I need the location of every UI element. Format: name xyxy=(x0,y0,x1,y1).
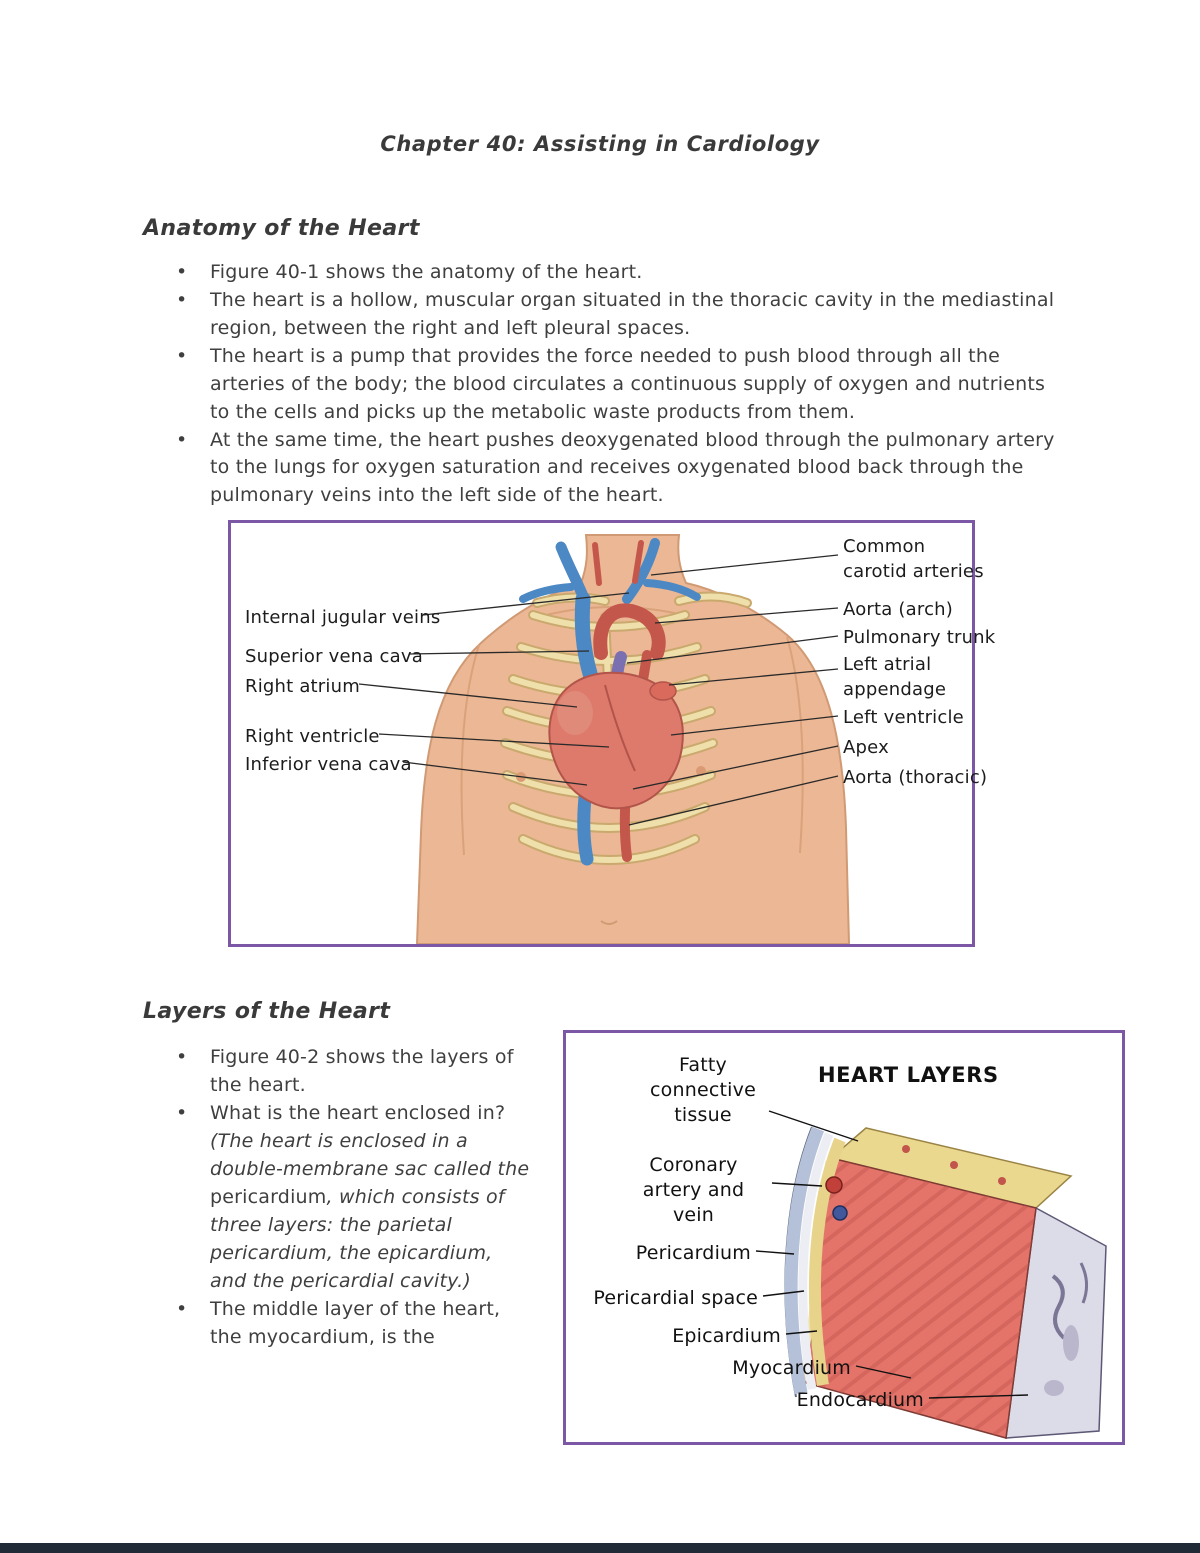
page-title: Chapter 40: Assisting in Cardiology xyxy=(380,132,820,156)
label-fatty-connective-tissue: Fatty connective tissue xyxy=(650,1054,756,1126)
label-pulmonary-trunk: Pulmonary trunk xyxy=(843,627,996,649)
label-pericardial-space: Pericardial space xyxy=(593,1287,758,1310)
label-coronary-artery-and-vein: Coronary artery and vein xyxy=(642,1154,745,1226)
bullet-item: Figure 40-1 shows the anatomy of the hea… xyxy=(143,259,1057,287)
bullet-text: The middle layer of the heart, the myoca… xyxy=(210,1297,501,1348)
label-aorta-arch: Aorta (arch) xyxy=(843,599,954,621)
page-bottom-bar xyxy=(0,1543,1200,1553)
layers-bullet-list: Figure 40-2 shows the layers of the hear… xyxy=(143,1044,533,1445)
answer-text-italic: (The heart is enclosed in a double-membr… xyxy=(210,1130,530,1180)
bullet-item: The heart is a hollow, muscular organ si… xyxy=(143,287,1057,343)
bullet-item: Figure 40-2 shows the layers of the hear… xyxy=(143,1044,533,1100)
figure1-leader-lines xyxy=(358,554,839,826)
answer-term: pericardium xyxy=(210,1185,327,1208)
label-right-ventricle: Right ventricle xyxy=(245,726,380,748)
label-internal-jugular-veins: Internal jugular veins xyxy=(245,607,441,629)
anatomy-bullet-list: Figure 40-1 shows the anatomy of the hea… xyxy=(143,259,1057,510)
bullet-item: The middle layer of the heart, the myoca… xyxy=(143,1296,533,1352)
bullet-item: What is the heart enclosed in? (The hear… xyxy=(143,1100,533,1295)
label-epicardium: Epicardium xyxy=(672,1325,781,1348)
label-left-ventricle: Left ventricle xyxy=(843,707,964,729)
label-myocardium: Myocardium xyxy=(732,1357,851,1380)
figure2-leader-lines xyxy=(755,1110,1029,1399)
figure-40-2: HEART LAYERS Fatty connective tissue Cor… xyxy=(563,1030,1125,1446)
label-left-atrial-appendage: Left atrial appendage xyxy=(843,654,947,700)
label-inferior-vena-cava: Inferior vena cava xyxy=(245,754,412,776)
label-endocardium: Endocardium xyxy=(796,1389,924,1412)
label-superior-vena-cava: Superior vena cava xyxy=(245,646,423,668)
heart-anatomy-illustration xyxy=(358,534,851,945)
bullet-text: Figure 40-1 shows the anatomy of the hea… xyxy=(210,261,643,283)
label-apex: Apex xyxy=(843,737,889,759)
document-content: Chapter 40: Assisting in Cardiology Anat… xyxy=(143,0,1125,1446)
label-pericardium: Pericardium xyxy=(635,1242,751,1265)
label-right-atrium: Right atrium xyxy=(245,676,360,698)
layers-section-body: Figure 40-2 shows the layers of the hear… xyxy=(143,1030,1125,1446)
layers-section-heading: Layers of the Heart xyxy=(143,999,391,1025)
answer-text-italic: , which consists of three layers: the pa… xyxy=(210,1185,505,1292)
anatomy-section-heading: Anatomy of the Heart xyxy=(143,216,420,241)
bullet-item: At the same time, the heart pushes deoxy… xyxy=(143,427,1057,511)
label-aorta-thoracic: Aorta (thoracic) xyxy=(843,767,988,789)
bullet-text: Figure 40-2 shows the layers of the hear… xyxy=(210,1046,514,1097)
bullet-item: The heart is a pump that provides the fo… xyxy=(143,343,1057,427)
heart-layers-illustration xyxy=(755,1110,1107,1440)
figure2-title: HEART LAYERS xyxy=(818,1063,999,1088)
figure-40-1: Internal jugular veins Superior vena cav… xyxy=(228,520,995,948)
bullet-text: The heart is a pump that provides the fo… xyxy=(210,344,1046,423)
label-common-carotid-arteries: Common carotid arteries xyxy=(843,536,984,582)
bullet-text: At the same time, the heart pushes deoxy… xyxy=(210,428,1055,507)
question-text: What is the heart enclosed in? xyxy=(210,1102,506,1125)
bullet-text: The heart is a hollow, muscular organ si… xyxy=(210,288,1055,339)
